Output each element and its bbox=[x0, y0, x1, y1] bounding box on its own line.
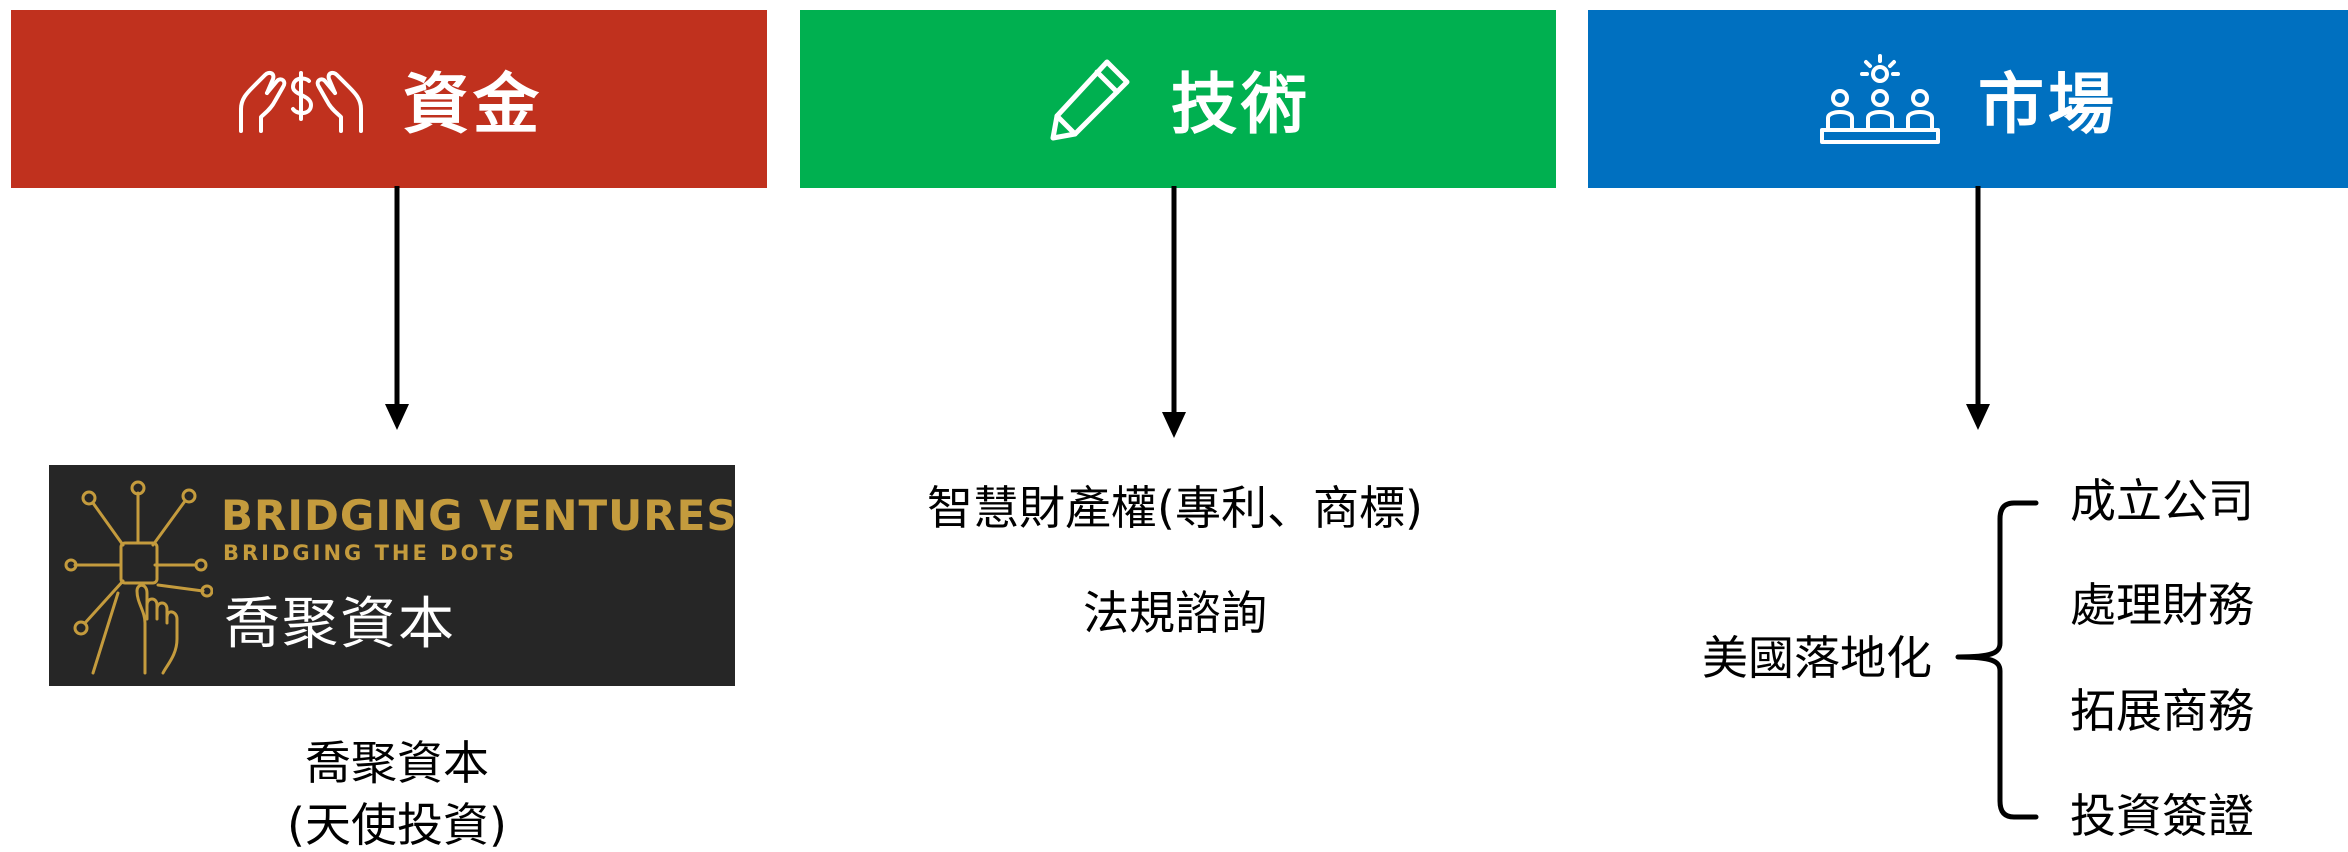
market-branch-business: 拓展商務 bbox=[2070, 684, 2254, 738]
technology-arrow bbox=[1162, 186, 1186, 438]
audience-idea-icon bbox=[1818, 50, 1942, 148]
curly-brace bbox=[1955, 500, 2039, 820]
funding-title: 資金 bbox=[403, 66, 543, 143]
funding-caption-line1: 喬聚資本 bbox=[305, 736, 489, 790]
technology-header: 技術 bbox=[800, 10, 1556, 188]
market-branch-finance: 處理財務 bbox=[2070, 578, 2254, 632]
market-root: 美國落地化 bbox=[1702, 631, 1932, 685]
pencil-icon bbox=[1045, 54, 1135, 144]
bridging-ventures-logo: BRIDGING VENTURES BRIDGING THE DOTS 喬聚資本 bbox=[49, 465, 735, 686]
funding-arrow bbox=[385, 186, 409, 430]
market-header: 市場 bbox=[1588, 10, 2348, 188]
circuit-hand-icon bbox=[64, 480, 213, 675]
tech-item-ip: 智慧財產權(專利、商標) bbox=[927, 481, 1423, 535]
logo-tagline: BRIDGING THE DOTS bbox=[223, 541, 517, 565]
market-arrow bbox=[1966, 186, 1990, 430]
funding-caption-line2: (天使投資) bbox=[287, 798, 507, 852]
logo-chinese-name: 喬聚資本 bbox=[224, 592, 456, 657]
market-title: 市場 bbox=[1978, 66, 2118, 143]
tech-item-regulatory: 法規諮詢 bbox=[1083, 586, 1267, 640]
hands-money-icon bbox=[235, 59, 367, 139]
funding-header: 資金 bbox=[11, 10, 767, 188]
technology-title: 技術 bbox=[1171, 66, 1311, 143]
market-branch-company: 成立公司 bbox=[2070, 474, 2254, 528]
market-branch-visa: 投資簽證 bbox=[2070, 789, 2254, 843]
logo-title: BRIDGING VENTURES bbox=[221, 491, 735, 540]
